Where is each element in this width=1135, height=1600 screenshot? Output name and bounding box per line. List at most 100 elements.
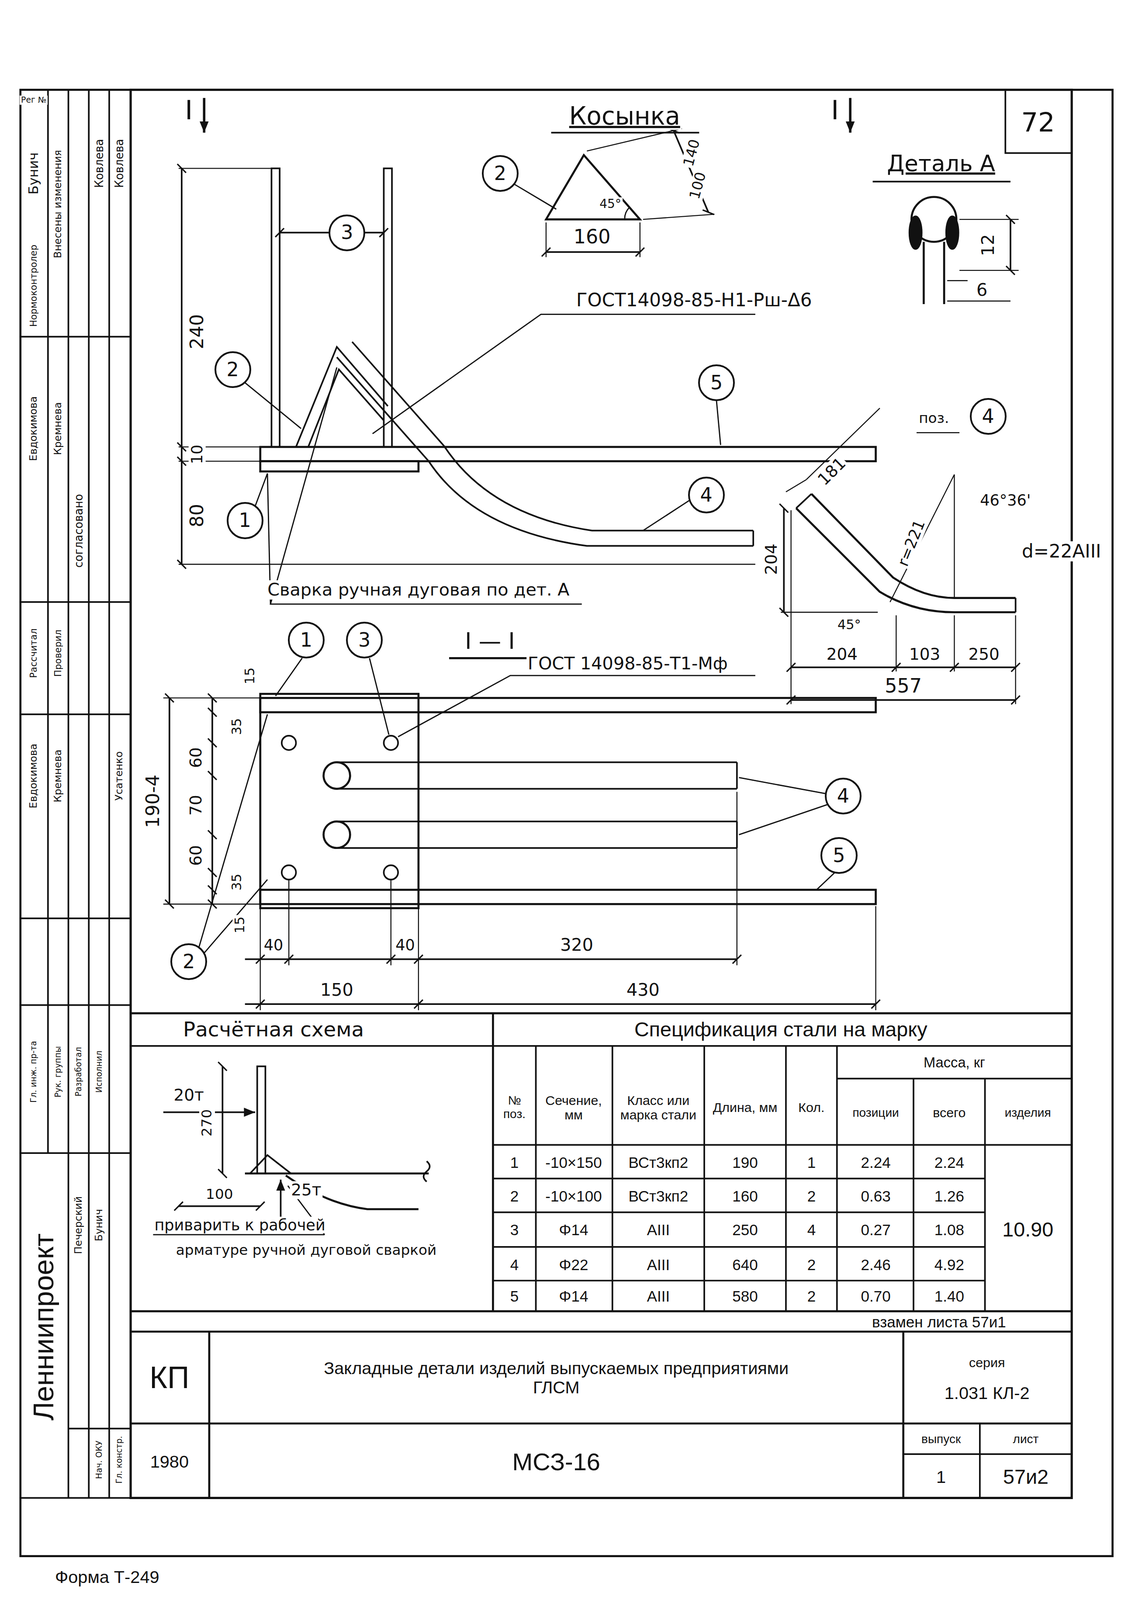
callout-circle: 3 [328, 214, 366, 252]
title-block-text: Форма Т-249 [53, 1567, 161, 1587]
drawing-line [624, 207, 630, 220]
callout-circle: 2 [170, 943, 208, 980]
drawing-line [909, 216, 922, 250]
drawing-line [791, 666, 1016, 669]
drawing-annotation: 250 [967, 645, 1001, 664]
drawing-line [260, 693, 419, 908]
table-cell: АIII [645, 1287, 672, 1305]
drawing-line [546, 251, 641, 253]
stamp-text: Евдокимова [27, 394, 40, 463]
stamp-text: Нач. ОКУ [94, 1439, 104, 1481]
drawing-line [947, 300, 1011, 302]
drawing-line [20, 917, 131, 920]
drawing-line [739, 777, 828, 794]
scheme-note: Расчётная схема [181, 1018, 366, 1042]
drawing-line [492, 1279, 985, 1282]
drawing-line [795, 508, 1016, 613]
drawing-line [546, 155, 641, 220]
table-cell: Φ14 [557, 1287, 590, 1305]
drawing-annotation: 204 [825, 645, 859, 664]
drawing-line [423, 1161, 430, 1182]
drawing-annotation: 15 [242, 665, 258, 686]
stamp-text: Усатенко [114, 749, 126, 802]
stamp-text: Рассчитал [28, 627, 39, 680]
drawing-line [369, 657, 389, 735]
drawing-line [785, 479, 807, 492]
drawing-line [308, 369, 385, 447]
drawing-line [889, 474, 955, 603]
drawing-line [643, 214, 715, 220]
drawing-line [780, 611, 878, 613]
drawing-line [816, 872, 835, 890]
drawing-line [736, 791, 738, 966]
drawing-annotation: r=221 [894, 516, 929, 571]
drawing-line [795, 493, 812, 509]
stamp-text: Внесены изменения [52, 148, 64, 260]
drawing-line [736, 762, 738, 789]
table-cell: 2 [806, 1287, 817, 1305]
drawing-line [285, 1175, 419, 1209]
drawing-line [946, 216, 959, 250]
drawing-annotation: 181 [813, 453, 851, 490]
drawing-line [397, 675, 756, 737]
table-cell: Φ22 [557, 1256, 590, 1274]
drawing-line [1014, 598, 1017, 613]
drawing-line [168, 697, 171, 904]
drawing-line [492, 1177, 985, 1180]
drawing-line [336, 356, 754, 546]
drawing-annotation: 35 [229, 872, 244, 892]
drawing-line [895, 615, 897, 672]
table-cell: 2 [806, 1256, 817, 1274]
title-block-text: взамен листа 57и1 [870, 1313, 1008, 1331]
table-cell: Длина, мм [708, 1100, 783, 1115]
drawing-annotation: 430 [625, 980, 661, 1000]
drawing-line [20, 1497, 131, 1499]
drawing-line [288, 879, 290, 966]
drawing-line [984, 1078, 987, 1312]
table-cell: Кол. [796, 1100, 826, 1115]
stamp-text: Ковлева [92, 137, 105, 190]
table-cell: Спецификация стали на марку [633, 1018, 929, 1042]
table-cell: № поз. [494, 1093, 534, 1122]
drawing-line [245, 1003, 876, 1005]
stamp-text: Гл. констр. [114, 1434, 125, 1485]
drawing-line [716, 401, 721, 445]
drawing-line [260, 446, 876, 462]
drawing-line [492, 1211, 985, 1214]
table-cell: 1 [806, 1154, 817, 1172]
table-cell: -10×100 [543, 1187, 604, 1205]
drawing-line [323, 821, 351, 848]
title-block-text: Ленниипроект [27, 1231, 60, 1422]
table-cell: 0.63 [859, 1187, 892, 1205]
drawing-annotation: 46°36' [978, 491, 1032, 509]
drawing-line [336, 761, 738, 764]
callout-number: 3 [340, 222, 353, 243]
drawing-annotation: 100 [686, 169, 710, 203]
callout-circle: 4 [969, 397, 1007, 435]
drawing-line [130, 1012, 1072, 1015]
callout-circle: 4 [824, 777, 862, 815]
table-cell: 4 [508, 1256, 520, 1274]
drawing-line [491, 1013, 495, 1312]
callout-number: 1 [238, 510, 252, 530]
table-cell: 4.92 [933, 1256, 966, 1274]
drawing-line [221, 1066, 224, 1174]
drawing-line [208, 1331, 211, 1499]
table-cell: 2 [508, 1187, 520, 1205]
drawing-line [275, 657, 303, 696]
scheme-note: 25т [289, 1181, 323, 1200]
scheme-note: 270 [199, 1107, 215, 1138]
drawing-line [281, 865, 297, 880]
table-cell: Масса, кг [922, 1054, 987, 1071]
table-cell: АIII [645, 1221, 672, 1239]
drawing-line [449, 657, 531, 660]
drawing-line [922, 242, 925, 305]
drawing-line [199, 714, 268, 947]
drawing-line [202, 97, 206, 133]
stamp-text: Рук. группы [53, 1044, 63, 1099]
drawing-line [586, 128, 682, 151]
drawing-line [390, 879, 392, 966]
drawing-line [178, 1205, 261, 1208]
stamp-text: Проверил [53, 628, 64, 679]
drawing-line [20, 89, 1113, 1557]
